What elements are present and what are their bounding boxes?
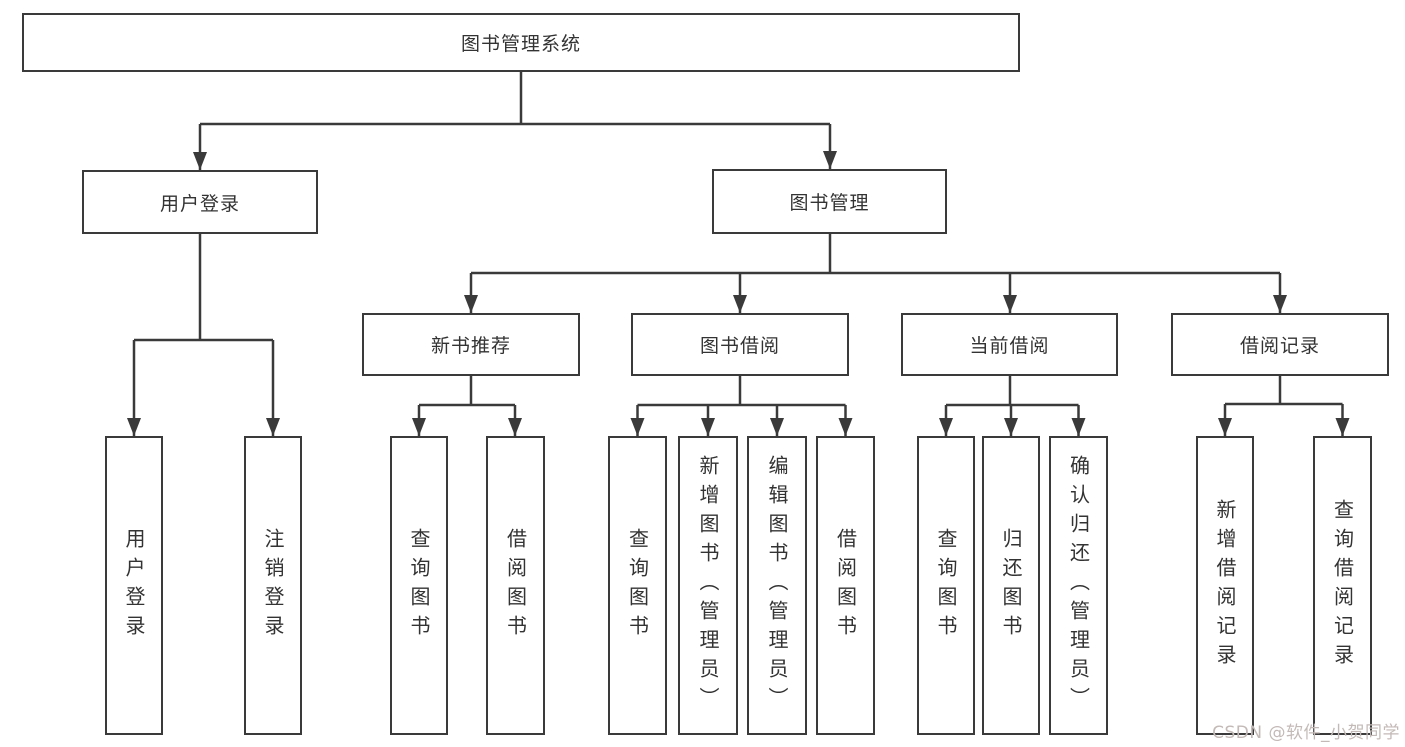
node-user-login-leaf: 用户登录 (105, 436, 163, 735)
node-book-borrow: 图书借阅 (631, 313, 849, 376)
node-add-borrow-record: 新增借阅记录 (1196, 436, 1254, 735)
node-label: 图书管理 (789, 192, 870, 214)
node-user-login-group: 用户登录 (82, 170, 318, 234)
node-label: 图书借阅 (699, 335, 780, 357)
node-root-system: 图书管理系统 (22, 13, 1020, 72)
node-query-books-borrow: 查询图书 (608, 436, 667, 735)
node-borrow-records: 借阅记录 (1171, 313, 1389, 376)
node-query-borrow-record: 查询借阅记录 (1313, 436, 1372, 735)
node-borrow-books-recommend: 借阅图书 (486, 436, 545, 735)
node-label: 编辑图书（管理员） (765, 455, 789, 716)
node-label: 借阅记录 (1239, 335, 1320, 357)
node-label: 新增图书（管理员） (696, 455, 720, 716)
node-edit-book-admin: 编辑图书（管理员） (747, 436, 807, 735)
node-query-books-recommend: 查询图书 (390, 436, 448, 735)
node-label: 归还图书 (999, 527, 1023, 644)
node-new-book-recommend: 新书推荐 (362, 313, 580, 376)
node-label: 新增借阅记录 (1213, 498, 1237, 673)
node-add-book-admin: 新增图书（管理员） (678, 436, 738, 735)
node-label: 用户登录 (159, 192, 240, 215)
node-label: 图书管理系统 (460, 33, 581, 55)
node-current-borrow: 当前借阅 (901, 313, 1118, 376)
node-label: 借阅图书 (503, 527, 528, 644)
node-label: 查询图书 (407, 527, 431, 644)
node-label: 查询图书 (934, 527, 958, 644)
node-label: 当前借阅 (969, 335, 1050, 357)
node-label: 查询图书 (625, 527, 650, 644)
csdn-watermark: CSDN @软件_小贺同学 (1212, 723, 1400, 743)
node-book-management: 图书管理 (712, 169, 947, 234)
node-label: 新书推荐 (430, 335, 511, 357)
node-label: 借阅图书 (833, 527, 858, 644)
node-logout: 注销登录 (244, 436, 302, 735)
node-label: 查询借阅记录 (1330, 498, 1355, 673)
node-query-books-current: 查询图书 (917, 436, 975, 735)
node-label: 确认归还（管理员） (1066, 455, 1091, 716)
node-return-book: 归还图书 (982, 436, 1040, 735)
node-label: 注销登录 (261, 527, 285, 644)
node-label: 用户登录 (122, 527, 146, 644)
node-confirm-return-admin: 确认归还（管理员） (1049, 436, 1108, 735)
node-borrow-book: 借阅图书 (816, 436, 875, 735)
